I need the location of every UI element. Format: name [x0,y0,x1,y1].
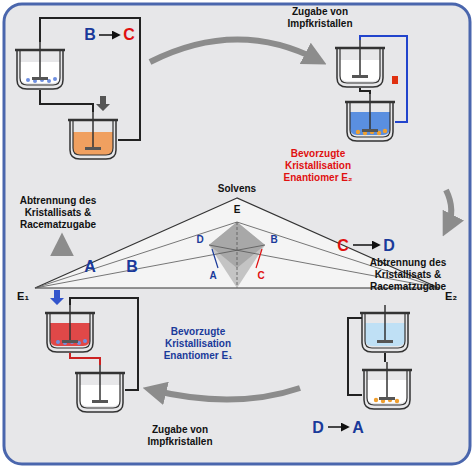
illustration-use [45,305,95,352]
illustration-polyline [384,353,386,362]
illustration-use [335,40,385,87]
state-letter: B [82,25,98,44]
illustration-polyline [348,318,362,395]
apex-label: Solvens [207,183,267,195]
illustration-line [212,249,218,268]
state-letter: A [350,418,366,437]
illustration-path [150,39,318,62]
illustration-polyline [40,18,140,140]
point-label: D [193,234,207,246]
illustration-use [15,42,65,89]
illustration-use [360,305,410,352]
point-label: B [267,234,281,246]
illustration-path [96,96,110,111]
illustration-path [152,388,300,400]
illustration-use [68,112,118,159]
illustration-path [59,242,65,254]
illustration-use [362,362,412,409]
illustration-line [99,34,119,36]
illustration-polyline [70,298,138,390]
state-letter: D [310,418,326,437]
illustration-circle [53,77,57,81]
state-letter: C [335,236,351,255]
illustration-path [50,290,64,305]
illustration-circle [56,340,60,344]
step-note: Abtrennung des Kristallisats & Racematzu… [360,257,456,293]
state-letter: D [381,236,397,255]
illustration-line [353,244,379,246]
state-letter: A [82,257,98,276]
illustration-circle [383,129,387,133]
illustration-use [345,94,395,141]
illustration-circle [356,130,360,134]
illustration-polyline [360,88,370,94]
state-letter: B [124,257,140,276]
step-note: Bevorzugte Kristallisation Enantiomer E₂ [272,148,364,184]
illustration-use [75,365,125,412]
illustration-rect [4,4,470,464]
illustration-polyline [70,353,100,365]
illustration-line [35,222,237,288]
illustration-path [446,190,451,228]
illustration-polyline [360,36,407,122]
illustration-line [237,222,238,288]
illustration-circle [374,398,378,402]
illustration-circle [26,78,30,82]
illustration-line [35,245,265,288]
state-letter: C [121,25,137,44]
point-label: C [254,270,268,282]
illustration-polyline [40,90,93,112]
step-note: Zugabe von Impfkristallen [137,424,223,448]
step-note: Zugabe von Impfkristallen [277,6,363,30]
point-label: A [206,270,220,282]
illustration-line [256,249,262,268]
illustration-circle [395,399,399,403]
illustration-path [392,76,398,84]
illustration-circle [83,339,87,343]
illustration-line [328,426,348,428]
step-note: Abtrennung des Kristallisats & Racematzu… [10,195,106,231]
point-label: E [230,204,244,216]
illustration-polygon [209,222,265,288]
vertex-label: E₁ [11,290,35,303]
step-note: Bevorzugte Kristallisation Enantiomer E₁ [152,326,244,362]
